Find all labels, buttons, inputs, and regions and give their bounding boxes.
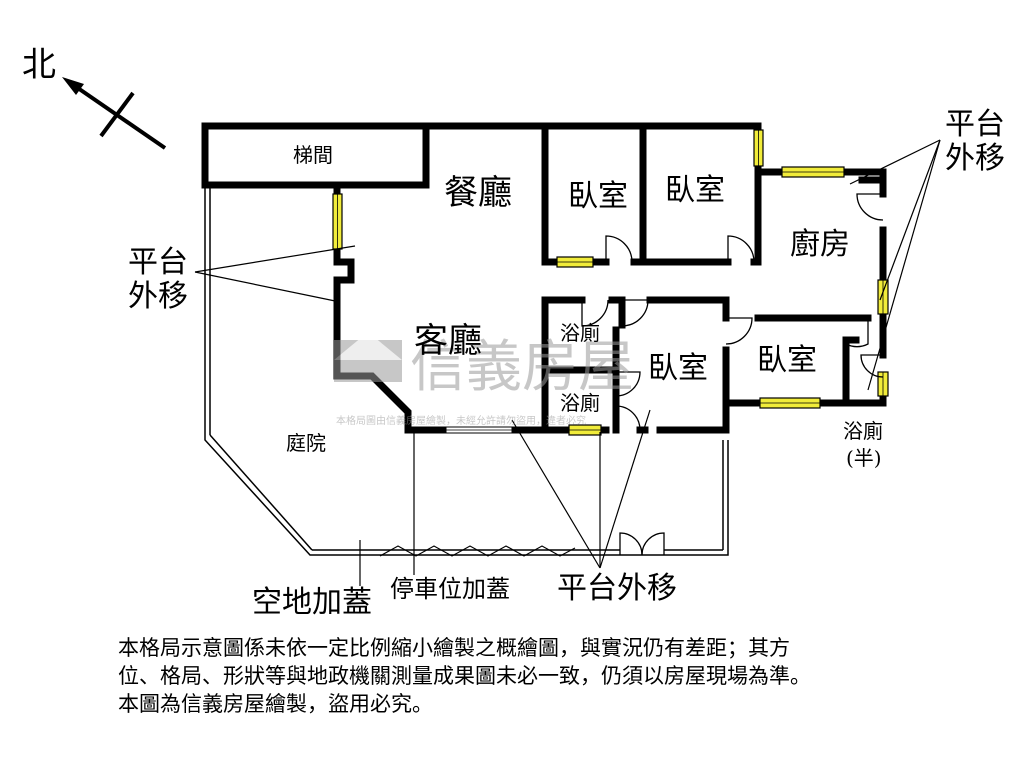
room-bath-1: 浴廁 xyxy=(560,321,600,345)
platform-shift-right-line2: 外移 xyxy=(945,141,1005,176)
doors xyxy=(581,193,884,556)
courtyard-outline xyxy=(204,185,729,556)
platform-shift-right-line1: 平台 xyxy=(945,107,1005,142)
room-dining: 餐廳 xyxy=(444,173,512,213)
parking-cover: 停車位加蓋 xyxy=(390,575,510,603)
disclaimer-line-3: 本圖為信義房屋繪製，盜用必究。 xyxy=(118,692,433,716)
room-bedroom-3: 臥室 xyxy=(648,351,708,386)
sliding-door xyxy=(445,426,513,434)
room-stairwell: 梯間 xyxy=(293,143,333,167)
watermark-caption: 本格局圖由信義房屋繪製，未經允許請勿盜用，違者必究 xyxy=(336,414,586,427)
north-arrow-icon xyxy=(62,77,167,150)
disclaimer: 本格局示意圖係未依一定比例縮小繪製之概繪圖，與實況仍有差距；其方 位、格局、形狀… xyxy=(118,634,998,718)
room-kitchen: 廚房 xyxy=(790,227,850,262)
room-bedroom-2: 臥室 xyxy=(665,173,725,208)
room-bath-2: 浴廁 xyxy=(560,391,600,415)
platform-shift-left-line2: 外移 xyxy=(128,279,188,314)
room-living: 客廳 xyxy=(414,321,482,361)
room-bedroom-4: 臥室 xyxy=(757,343,817,378)
disclaimer-line-1: 本格局示意圖係未依一定比例縮小繪製之概繪圖，與實況仍有差距；其方 xyxy=(118,636,790,660)
room-bath-half-note: (半) xyxy=(846,446,882,470)
leader-lines xyxy=(194,139,941,586)
open-space-cover: 空地加蓋 xyxy=(252,585,372,620)
watermark: 信義房屋 本格局圖由信義房屋繪製，未經允許請勿盜用，違者必究 xyxy=(334,332,634,427)
brand-logo-icon xyxy=(334,332,402,382)
platform-shift-bottom: 平台外移 xyxy=(557,571,677,606)
room-courtyard: 庭院 xyxy=(286,431,326,455)
watermark-brand: 信義房屋 xyxy=(410,335,634,400)
compass-label: 北 xyxy=(22,45,56,85)
room-bedroom-1: 臥室 xyxy=(568,179,628,214)
parking-gate xyxy=(379,545,576,557)
platform-shift-left-line1: 平台 xyxy=(128,245,188,280)
disclaimer-line-2: 位、格局、形狀等與地政機關測量成果圖未必一致，仍須以房屋現場為準。 xyxy=(118,664,811,688)
windows xyxy=(332,129,889,436)
room-bath-half: 浴廁 xyxy=(843,419,883,443)
